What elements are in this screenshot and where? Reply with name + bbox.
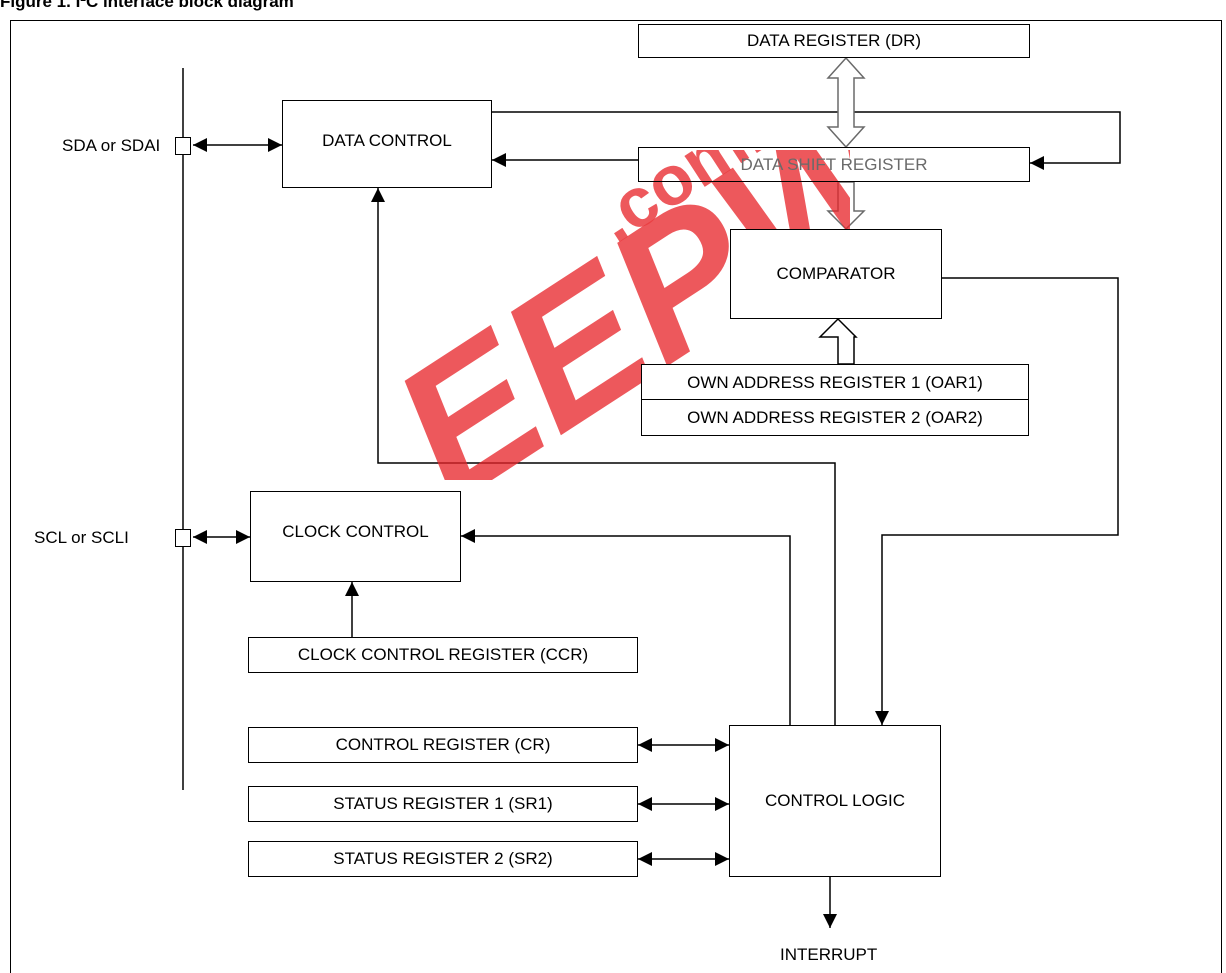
- data-control-to-shift-register-arrow: [492, 111, 1121, 170]
- data-shift-register-box: DATA SHIFT REGISTER: [638, 147, 1030, 182]
- shift-register-comparator-bus-arrow: [826, 181, 866, 231]
- scl-pin: [175, 529, 191, 547]
- control-logic-box: CONTROL LOGIC: [729, 725, 941, 877]
- clock-control-register-label: CLOCK CONTROL REGISTER (CCR): [297, 645, 589, 664]
- clock-control-label: CLOCK CONTROL: [282, 522, 429, 541]
- interrupt-label: INTERRUPT: [780, 945, 878, 964]
- sda-pin: [175, 137, 191, 155]
- control-register-label: CONTROL REGISTER (CR): [335, 735, 551, 754]
- figure-frame: [10, 20, 1222, 973]
- control-logic-to-clock-control-arrow: [461, 529, 791, 725]
- control-register-box: CONTROL REGISTER (CR): [248, 727, 638, 763]
- oar-comparator-bus-arrow: [818, 317, 858, 365]
- control-logic-label: CONTROL LOGIC: [764, 791, 906, 810]
- data-control-label: DATA CONTROL: [322, 131, 452, 150]
- own-address-register-2-box: OWN ADDRESS REGISTER 2 (OAR2): [641, 399, 1029, 436]
- status-register-2-box: STATUS REGISTER 2 (SR2): [248, 841, 638, 877]
- comparator-to-control-logic-arrow: [875, 277, 1119, 725]
- data-shift-register-label: DATA SHIFT REGISTER: [740, 154, 928, 174]
- dr-shift-register-bus-arrow: [826, 56, 866, 149]
- scl-pin-label: SCL or SCLI: [34, 528, 129, 547]
- data-register-box: DATA REGISTER (DR): [638, 24, 1030, 58]
- own-address-register-1-box: OWN ADDRESS REGISTER 1 (OAR1): [641, 364, 1029, 401]
- comparator-box: COMPARATOR: [730, 229, 942, 319]
- own-address-register-2-label: OWN ADDRESS REGISTER 2 (OAR2): [687, 407, 983, 427]
- control-logic-to-data-control-arrow: [371, 188, 836, 725]
- sda-pin-label: SDA or SDAI: [62, 136, 161, 155]
- data-register-label: DATA REGISTER (DR): [746, 31, 922, 50]
- comparator-label: COMPARATOR: [776, 264, 896, 283]
- status-register-1-box: STATUS REGISTER 1 (SR1): [248, 786, 638, 822]
- status-register-2-label: STATUS REGISTER 2 (SR2): [333, 849, 553, 868]
- clock-control-box: CLOCK CONTROL: [250, 491, 461, 582]
- data-control-box: DATA CONTROL: [282, 100, 492, 188]
- status-register-1-label: STATUS REGISTER 1 (SR1): [333, 794, 553, 813]
- own-address-register-1-label: OWN ADDRESS REGISTER 1 (OAR1): [687, 372, 983, 392]
- figure-title-text: Figure 1. I²C interface block diagram: [0, 0, 294, 11]
- figure-title: Figure 1. I²C interface block diagram: [0, 0, 620, 14]
- clock-control-register-box: CLOCK CONTROL REGISTER (CCR): [248, 637, 638, 673]
